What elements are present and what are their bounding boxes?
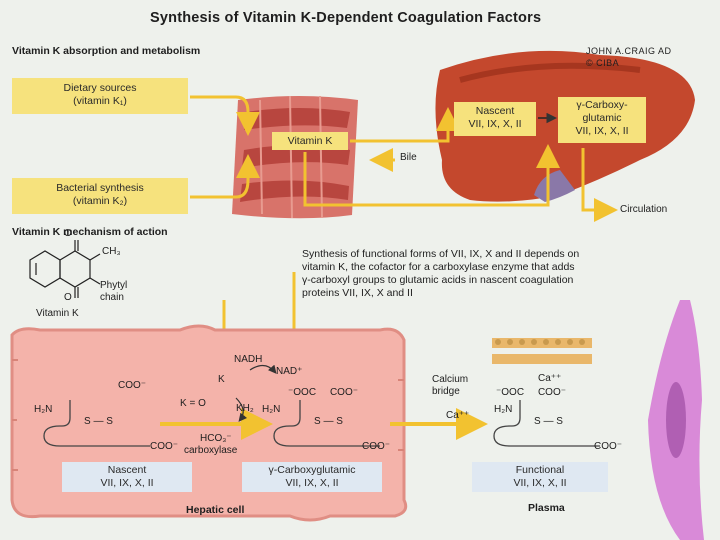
functional-coo-pair: ⁻OOC COO⁻ <box>496 387 567 398</box>
carboxylase-label: carboxylase <box>184 445 238 456</box>
dietary-line2: (vitamin K₁) <box>73 95 127 107</box>
description-line: γ-carboxyl groups to glutamic acids in n… <box>302 274 574 286</box>
nascent-liver-line2: VII, IX, X, II <box>468 118 522 130</box>
membrane-illustration <box>492 338 592 364</box>
description-line: proteins VII, IX, X and II <box>302 287 413 299</box>
dietary-line1: Dietary sources <box>63 82 137 94</box>
carboxy-coo-pair: ⁻OOC COO⁻ <box>288 387 359 398</box>
endothelial-cell <box>648 300 704 540</box>
mechanism-description: Synthesis of functional forms of VII, IX… <box>302 248 579 300</box>
struct-phytyl: Phytyl <box>100 280 128 291</box>
bile-label: Bile <box>400 152 417 163</box>
nascent-liver-box: Nascent VII, IX, X, II <box>454 102 536 136</box>
carboxy-label-box: γ-Carboxyglutamic VII, IX, X, II <box>242 462 382 492</box>
reaction-arrows <box>160 364 488 440</box>
functional-ca: Ca⁺⁺ <box>538 373 562 384</box>
struct-name: Vitamin K <box>36 308 79 319</box>
nascent-label-line2: VII, IX, X, II <box>100 477 154 489</box>
nascent-label-box: Nascent VII, IX, X, II <box>62 462 192 492</box>
carboxy-liver-line3: VII, IX, X, II <box>575 125 629 137</box>
plasma-label: Plasma <box>528 502 565 514</box>
carboxy-coo2: COO⁻ <box>362 441 391 452</box>
functional-label-line2: VII, IX, X, II <box>513 477 567 489</box>
functional-coo2: COO⁻ <box>594 441 623 452</box>
carboxy-ss: S — S <box>314 416 343 427</box>
carboxy-liver-box: γ-Carboxy- glutamic VII, IX, X, II <box>558 97 646 143</box>
bacterial-synthesis-box: Bacterial synthesis (vitamin K₂) <box>12 178 188 214</box>
calcium-label: Calcium <box>432 374 469 385</box>
mechanism-heading: Vitamin K mechanism of action <box>12 226 168 238</box>
nascent-coo2: COO⁻ <box>150 441 179 452</box>
bacterial-line1: Bacterial synthesis <box>56 182 144 194</box>
description-line: vitamin K, the cofactor for a carboxylas… <box>302 261 575 273</box>
functional-ss: S — S <box>534 416 563 427</box>
protein-chains <box>43 400 600 447</box>
kh2-label: KH₂ <box>236 403 254 414</box>
k-oxide-label: K = O <box>180 398 206 409</box>
nascent-liver-line1: Nascent <box>475 105 515 117</box>
ca-free-label: Ca⁺⁺ <box>446 410 470 421</box>
nascent-h2n: H₂N <box>34 404 53 415</box>
copyright-label: © CIBA <box>586 58 620 68</box>
functional-h2n: H₂N <box>494 404 513 415</box>
struct-o-bottom: O <box>64 292 72 303</box>
carboxy-label-line2: VII, IX, X, II <box>285 477 339 489</box>
nadh-label: NADH <box>234 354 263 365</box>
hco3-label: HCO₃⁻ <box>200 433 232 444</box>
page-title: Synthesis of Vitamin K-Dependent Coagula… <box>150 10 542 26</box>
dietary-sources-box: Dietary sources (vitamin K₁) <box>12 78 188 114</box>
absorption-heading: Vitamin K absorption and metabolism <box>12 45 201 57</box>
bridge-label: bridge <box>432 386 460 397</box>
nad-label: NAD⁺ <box>276 366 303 377</box>
intestine-illustration <box>232 95 358 219</box>
artist-credit: JOHN A.CRAIG AD <box>586 46 672 56</box>
k-label: K <box>218 374 225 385</box>
vitamin-k-structure <box>29 240 101 298</box>
struct-chain: chain <box>100 292 124 303</box>
carboxy-h2n: H₂N <box>262 404 281 415</box>
bacterial-line2: (vitamin K₂) <box>72 195 128 207</box>
struct-o-top: O <box>64 228 72 239</box>
description-line: Synthesis of functional forms of VII, IX… <box>302 248 580 260</box>
functional-label-line1: Functional <box>515 464 565 476</box>
struct-ch3: CH₃ <box>102 246 121 257</box>
carboxy-liver-line1: γ-Carboxy- <box>576 99 628 111</box>
carboxy-liver-line2: glutamic <box>582 112 622 124</box>
circulation-label: Circulation <box>620 204 668 215</box>
hepatic-cell-label: Hepatic cell <box>186 504 245 516</box>
functional-label-box: Functional VII, IX, X, II <box>472 462 608 492</box>
carboxy-label-line1: γ-Carboxyglutamic <box>268 464 356 476</box>
nascent-ss: S — S <box>84 416 113 427</box>
nascent-coo: COO⁻ <box>118 380 147 391</box>
nascent-label-line1: Nascent <box>107 464 147 476</box>
vitamin-k-box: Vitamin K <box>272 132 348 150</box>
